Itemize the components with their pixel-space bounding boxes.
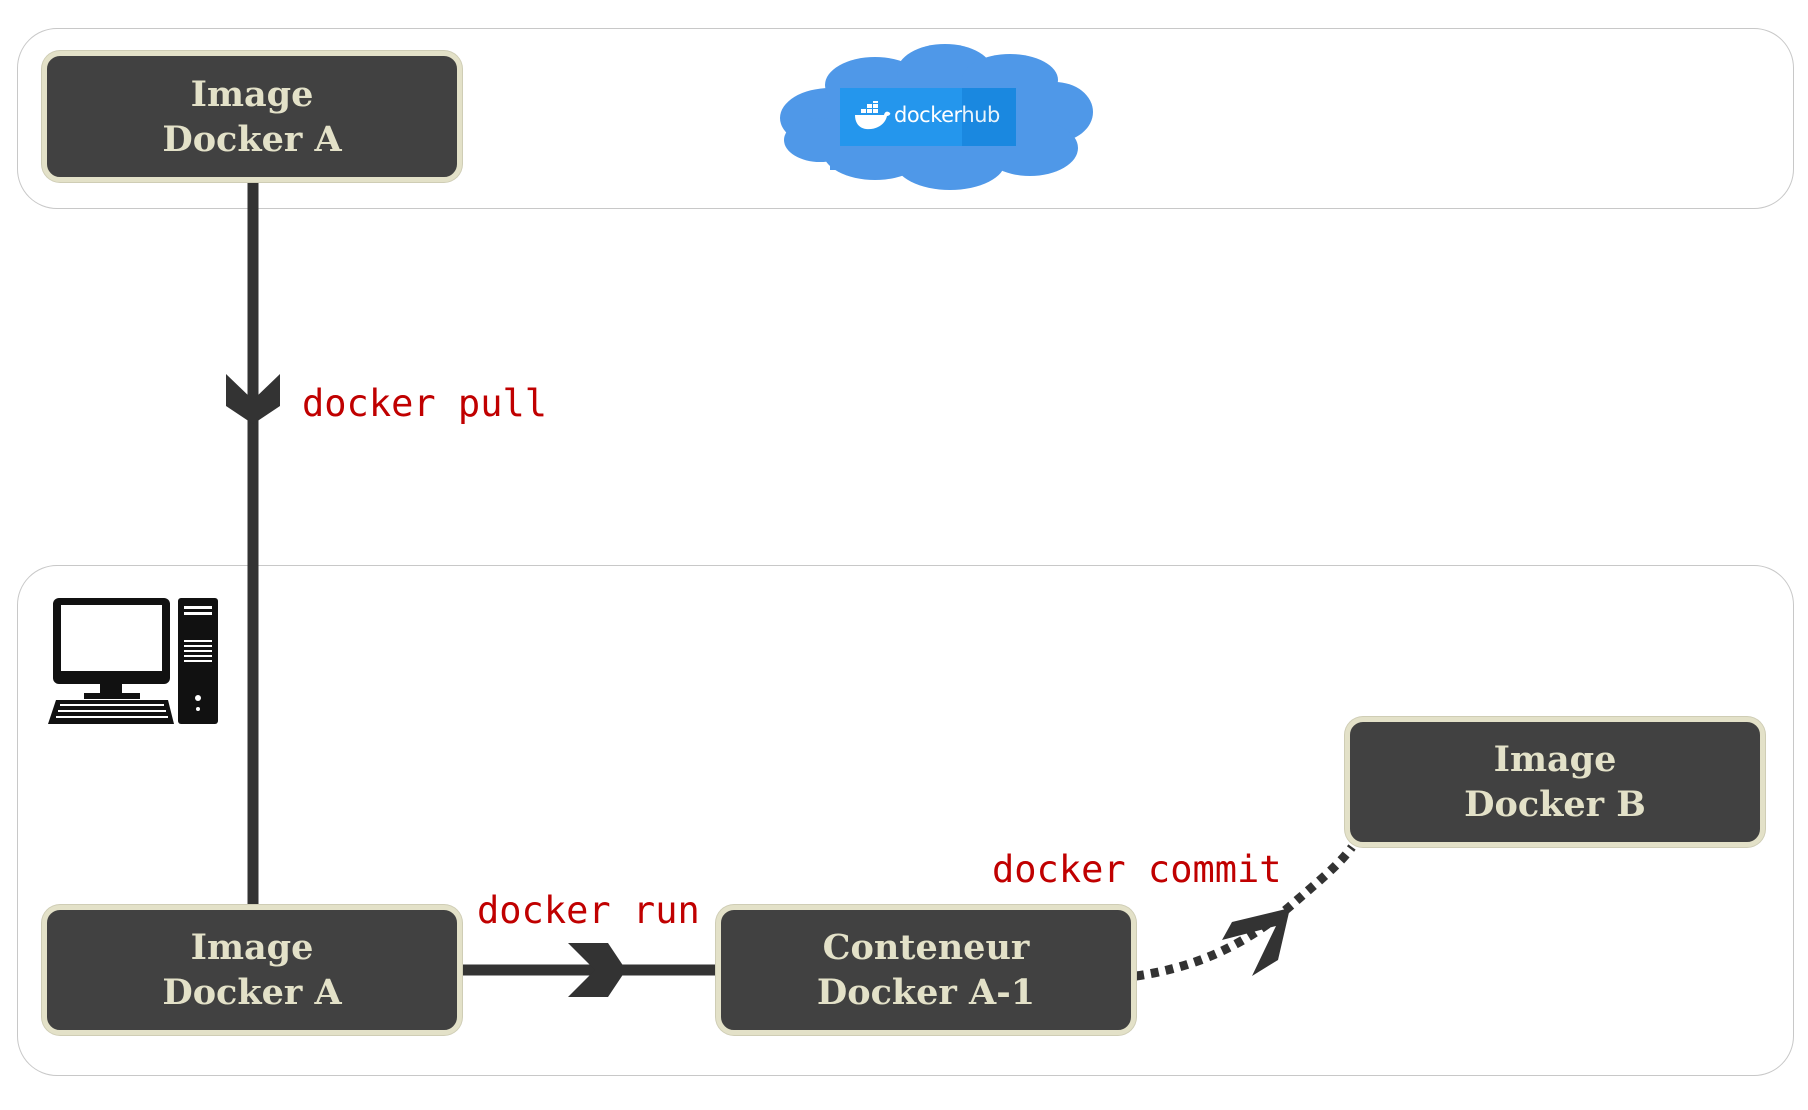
box-line-2: Docker A [162, 972, 342, 1013]
hub-image-docker-a-box: Image Docker A [42, 51, 462, 182]
commit-arrowhead [1222, 908, 1290, 976]
local-image-docker-a-box: Image Docker A [42, 905, 462, 1035]
docker-whale-icon [855, 101, 891, 130]
container-docker-a1-box: Conteneur Docker A-1 [716, 905, 1136, 1035]
box-line-2: Docker A-1 [816, 972, 1036, 1013]
docker-pull-label: docker pull [302, 382, 548, 425]
box-line-2: Docker A [162, 118, 342, 160]
commit-connector [1135, 844, 1356, 981]
image-docker-b-box: Image Docker B [1345, 717, 1765, 847]
desktop-computer-icon [48, 598, 218, 724]
box-line-1: Image [190, 927, 314, 968]
box-line-2: Docker B [1464, 784, 1646, 825]
docker-hub-logo: dockerhub [840, 88, 1016, 146]
docker-hub-wordmark: dockerhub [894, 103, 1000, 127]
box-line-1: Image [190, 73, 314, 115]
box-line-1: Image [1493, 739, 1617, 780]
docker-run-label: docker run [477, 889, 700, 932]
run-arrowhead [568, 943, 626, 997]
pull-arrowhead [226, 374, 280, 424]
box-line-1: Conteneur [822, 927, 1030, 968]
docker-commit-label: docker commit [992, 848, 1282, 891]
